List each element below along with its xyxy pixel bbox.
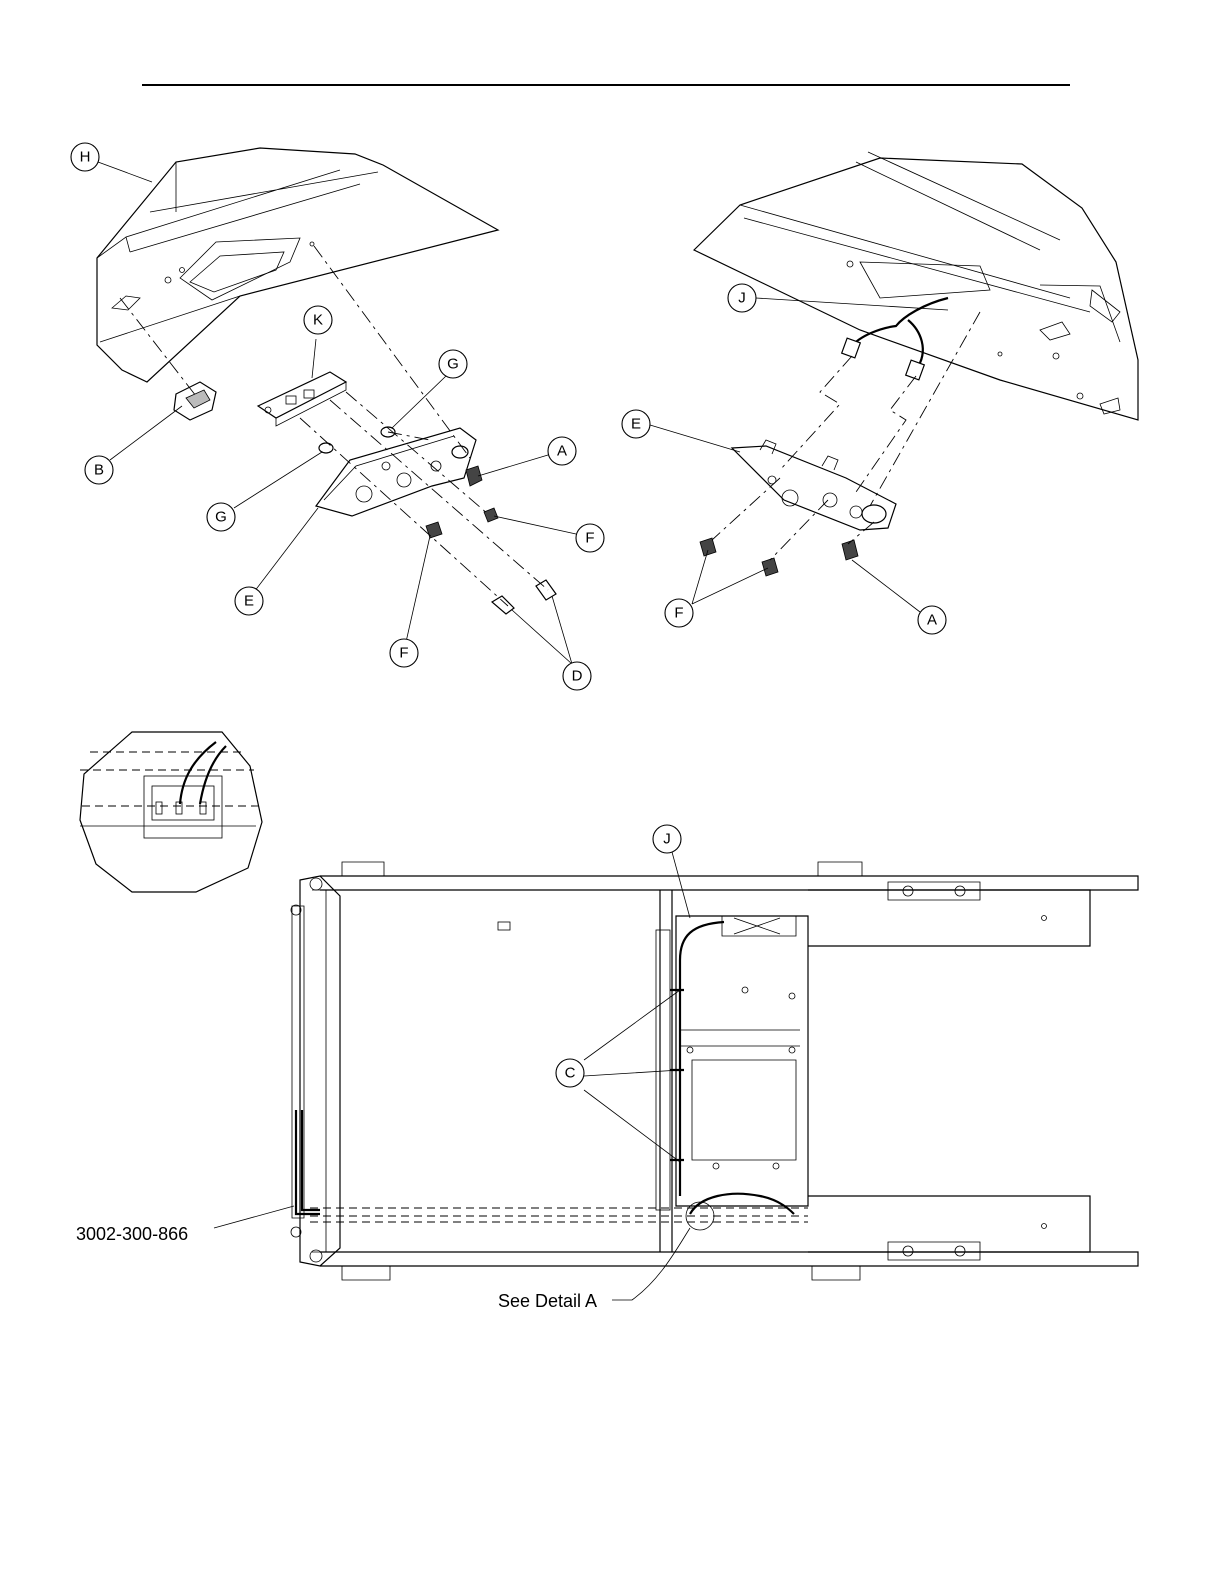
callout-b: B xyxy=(85,456,113,484)
part-number-label: 3002-300-866 xyxy=(76,1224,188,1244)
callout-d: D xyxy=(563,662,591,690)
svg-text:A: A xyxy=(927,612,937,629)
see-detail-label: See Detail A xyxy=(498,1291,597,1311)
left-exploded-view xyxy=(97,148,556,614)
callout-j-upper: J xyxy=(728,284,756,312)
callout-g-lower: G xyxy=(207,503,235,531)
svg-text:F: F xyxy=(674,605,683,622)
svg-text:K: K xyxy=(313,312,323,329)
svg-text:F: F xyxy=(585,530,594,547)
svg-text:H: H xyxy=(80,149,91,166)
leader-lines xyxy=(98,162,948,1300)
svg-text:D: D xyxy=(572,668,583,685)
callout-j-lower: J xyxy=(653,825,681,853)
svg-text:F: F xyxy=(399,645,408,662)
callout-f-right-view: F xyxy=(665,599,693,627)
callout-f-lower: F xyxy=(390,639,418,667)
detail-a-view xyxy=(80,732,262,892)
svg-text:G: G xyxy=(215,509,227,526)
callout-a-right: A xyxy=(918,606,946,634)
svg-text:J: J xyxy=(663,831,671,848)
svg-text:A: A xyxy=(557,443,567,460)
callout-f-right: F xyxy=(576,524,604,552)
callout-e-left: E xyxy=(235,587,263,615)
callout-a-left: A xyxy=(548,437,576,465)
callout-k: K xyxy=(304,306,332,334)
svg-text:J: J xyxy=(738,290,746,307)
callout-c: C xyxy=(556,1059,584,1087)
right-exploded-view xyxy=(694,152,1138,576)
callout-g-upper: G xyxy=(439,350,467,378)
callout-e-right: E xyxy=(622,410,650,438)
frame-plan-view xyxy=(291,862,1138,1280)
callout-h: H xyxy=(71,143,99,171)
svg-text:E: E xyxy=(244,593,254,610)
svg-text:B: B xyxy=(94,462,104,479)
svg-text:C: C xyxy=(565,1065,576,1082)
svg-text:E: E xyxy=(631,416,641,433)
svg-text:G: G xyxy=(447,356,459,373)
